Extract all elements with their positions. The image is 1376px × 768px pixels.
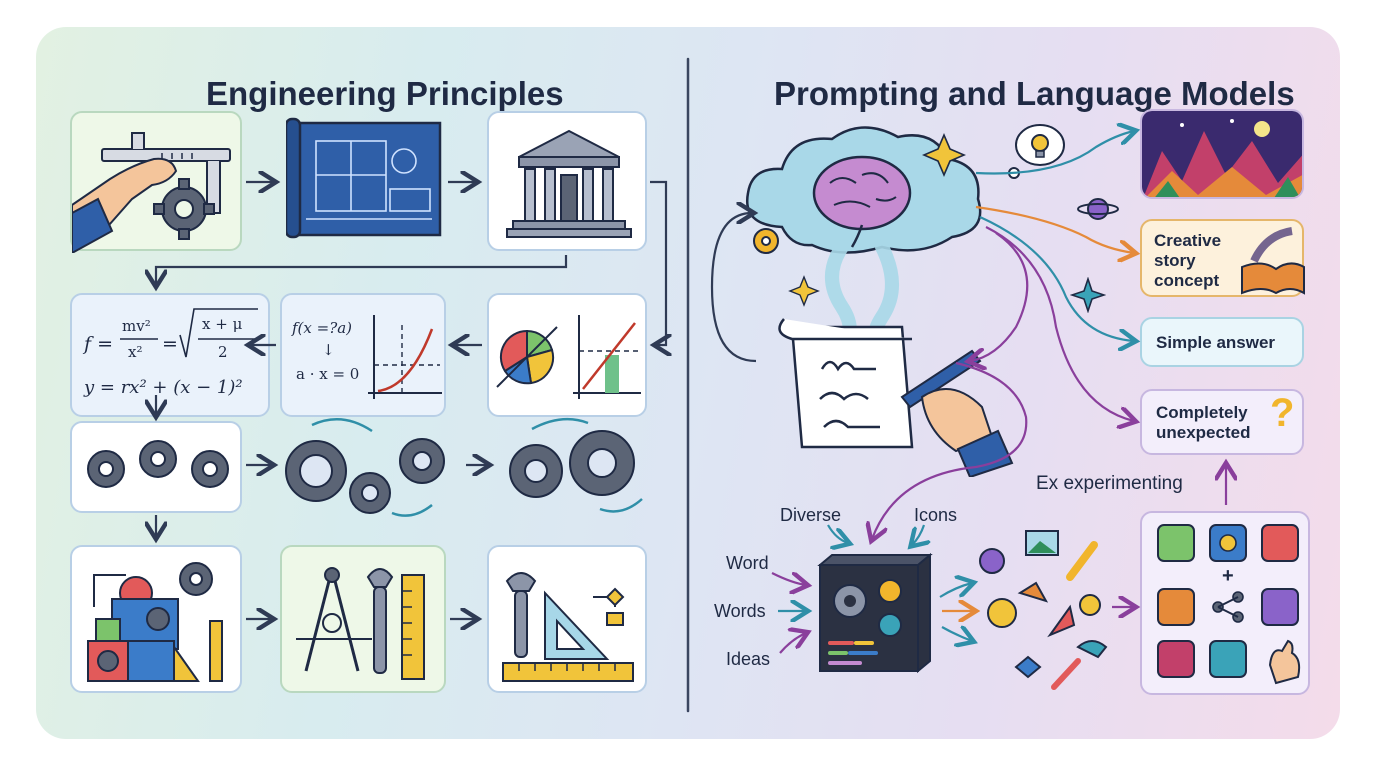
input-label-icons: Icons (914, 505, 958, 525)
processing-box-icon (817, 552, 933, 674)
open-book-icon (1241, 227, 1305, 295)
input-label-ideas: Ideas (726, 649, 771, 669)
prompting-language-models-title: Prompting and Language Models (774, 75, 1295, 112)
radical-denominator: 2 (218, 343, 228, 361)
lightbulb-thought-icon (1008, 124, 1065, 179)
fantasy-landscape-icon (1142, 111, 1302, 197)
compass-wrench-ruler-icon (296, 567, 425, 680)
fantasy-image-card[interactable] (1140, 109, 1304, 199)
drafting-tools-card (280, 545, 446, 693)
planet-icon (1077, 198, 1119, 220)
wrench-triangle-ruler-icon (502, 572, 634, 682)
meshing-gears-icon (509, 417, 643, 513)
simple-answer-card[interactable]: Simple answer (1140, 317, 1304, 367)
creative-story-label: Creative story concept (1154, 231, 1222, 290)
gear-train-card (70, 421, 242, 513)
radical-numerator: x + μ (202, 315, 243, 333)
function-result: a · x = 0 (296, 365, 360, 383)
equation-equals: = (162, 333, 178, 355)
diagram-canvas: Engineering Principles Prompting and Lan… (36, 27, 1340, 739)
blueprint-illustration (284, 115, 444, 245)
equation-lhs: f = (84, 333, 113, 355)
sparkle-icon (1070, 277, 1106, 313)
function-expression: f(x =?a) (292, 319, 353, 337)
icon-grid (1157, 524, 1301, 685)
grid-plus-sign: + (1222, 565, 1234, 587)
pie-and-line-graph-card (487, 293, 647, 417)
input-label-diverse: Diverse (780, 505, 842, 525)
caliper-measure-card (70, 111, 242, 253)
measuring-tools-card (487, 545, 647, 693)
curve-graph-icon (368, 315, 442, 399)
engineering-principles-title: Engineering Principles (206, 75, 564, 112)
fraction-radical-lines (120, 308, 258, 358)
pie-chart-icon (496, 315, 641, 399)
scattered-output-icons (979, 530, 1108, 690)
function-graph-card: f(x =?a) ↓ a · x = 0 (280, 293, 446, 417)
modular-blocks-card (70, 545, 242, 693)
down-arrow-icon: ↓ (322, 341, 335, 359)
gears-icon (87, 440, 229, 488)
simple-answer-label: Simple answer (1156, 333, 1276, 352)
equation-second-line: y = rx² + (x − 1)² (84, 377, 243, 398)
creative-story-card[interactable]: Creative story concept (1140, 219, 1305, 297)
caliper-hand-gear-icon (72, 132, 231, 253)
equation-numerator: mv² (122, 317, 151, 335)
equation-denominator: x² (128, 343, 143, 361)
blueprint-icon (284, 117, 442, 239)
brain-cloud-scroll-illustration (745, 126, 1014, 477)
building-icon (506, 129, 632, 238)
equations-card: f = mv² x² = x + μ 2 y = rx² + (x − 1)² (70, 293, 270, 417)
experimenting-label: Ex experimenting (1036, 473, 1183, 494)
blocks-gears-icon (87, 562, 223, 682)
completely-unexpected-card[interactable]: Completely unexpected ? (1140, 389, 1304, 455)
question-mark-icon: ? (1270, 391, 1295, 435)
interlocking-gears-icon (285, 418, 445, 517)
image-grid-card[interactable]: + (1140, 511, 1310, 695)
classical-building-card (487, 111, 647, 251)
input-label-word: Word (726, 553, 769, 573)
input-label-words: Words (714, 601, 766, 621)
completely-unexpected-label: Completely unexpected (1156, 403, 1251, 442)
